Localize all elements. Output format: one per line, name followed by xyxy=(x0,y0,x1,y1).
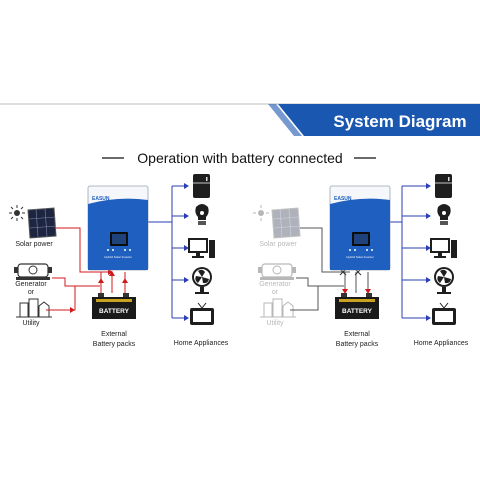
battery-label-right: BATTERY xyxy=(342,308,373,315)
inverter-unit: EASUN Hybrid Solar Inverter xyxy=(87,185,149,271)
page-title: System Diagram xyxy=(333,112,467,131)
battery-pack: BATTERY xyxy=(92,293,136,319)
right-diagram: EASUN Hybrid Solar Inverter BATTERY xyxy=(253,174,457,325)
utility-icon-dim xyxy=(260,298,296,318)
utility-label: Utility xyxy=(22,320,40,327)
blue-wires xyxy=(148,185,186,319)
computer-icon xyxy=(188,238,215,258)
tv-icon xyxy=(190,302,214,325)
computer-icon-right xyxy=(430,238,457,258)
generator-icon-dim xyxy=(258,263,296,280)
battery-caption-line1: External xyxy=(101,331,127,338)
blue-wires-right xyxy=(390,185,428,319)
inverter-brand: EASUN xyxy=(92,196,110,202)
utility-label-dim: Utility xyxy=(266,320,284,327)
header-banner-stripe xyxy=(268,104,302,136)
solar-panel-icon xyxy=(9,205,57,239)
fridge-icon-right xyxy=(435,174,452,198)
tv-icon-right xyxy=(432,302,456,325)
red-arrows-right xyxy=(342,289,371,294)
generator-label-dim: Generator xyxy=(259,281,291,288)
battery-caption-line2: Battery packs xyxy=(92,341,136,348)
red-arrows xyxy=(70,269,128,313)
inverter-model: Hybrid Solar Inverter xyxy=(104,255,132,259)
fridge-icon xyxy=(193,174,210,198)
generator-label: Generator xyxy=(15,281,47,288)
solar-power-label: Solar power xyxy=(15,241,53,248)
or-label: or xyxy=(27,289,35,296)
solar-panel-icon-dim xyxy=(253,205,301,239)
battery-pack-right: BATTERY xyxy=(335,293,379,319)
or-label-dim: or xyxy=(271,289,279,296)
fan-icon-right xyxy=(434,267,454,294)
inverter-model-right: Hybrid Solar Inverter xyxy=(346,255,374,259)
appliances-caption: Home Appliances xyxy=(173,340,229,347)
left-diagram: EASUN Hybrid Solar Inverter BATTERY xyxy=(9,174,215,325)
blue-arrows xyxy=(184,183,189,321)
header-banner xyxy=(278,104,480,136)
inverter-unit-right: EASUN Hybrid Solar Inverter xyxy=(329,185,391,271)
solar-power-label-dim: Solar power xyxy=(259,241,297,248)
appliances-caption-right: Home Appliances xyxy=(413,340,469,347)
utility-icon xyxy=(16,298,52,318)
diagram-subtitle: Operation with battery connected xyxy=(137,150,343,166)
lightbulb-icon-right xyxy=(437,204,451,225)
battery-label: BATTERY xyxy=(99,308,130,315)
fan-icon xyxy=(192,267,212,294)
battery-caption-line1-right: External xyxy=(344,331,370,338)
red-wires xyxy=(46,227,126,311)
blue-arrows-right xyxy=(426,183,431,321)
generator-icon xyxy=(14,263,52,280)
battery-caption-line2-right: Battery packs xyxy=(335,341,379,348)
lightbulb-icon xyxy=(195,204,209,225)
inverter-brand-right: EASUN xyxy=(334,196,352,202)
